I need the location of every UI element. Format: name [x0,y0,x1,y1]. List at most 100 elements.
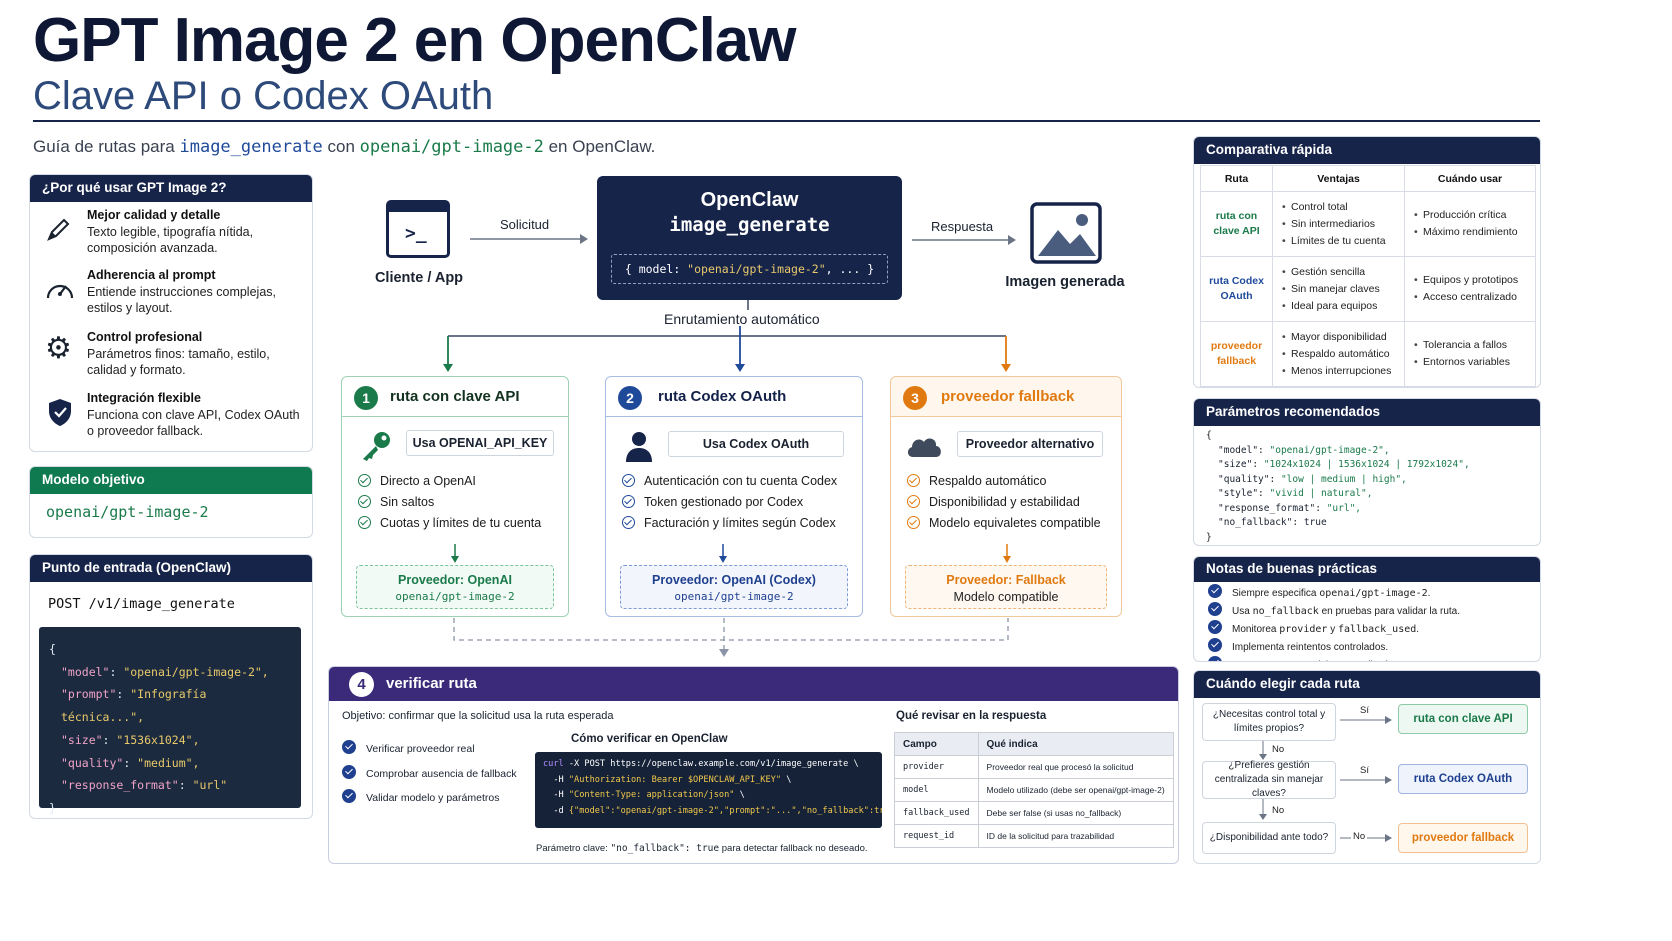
verify-number: 4 [349,672,374,697]
route-list: Respaldo automático Disponibilidad y est… [907,471,1101,534]
param-line: "model": "openai/gpt-image-2", [1218,444,1390,456]
verify-checklist: Verificar proveedor real Comprobar ausen… [342,737,517,811]
why-item-desc: Texto legible, tipografía nítida, compos… [87,225,254,255]
route-provider-name: Proveedor: OpenAI [398,573,512,587]
param-line: } [1206,531,1212,543]
route-list-item: Facturación y límites según Codex [622,513,837,534]
note-item: Siempre especifica openai/gpt-image-2. [1208,584,1460,602]
decide-no-arrow-label: No [1351,831,1368,842]
param-line: "style": "vivid | natural", [1218,488,1373,499]
gear-icon: ⚙ [45,332,72,365]
core-fn: image_generate [669,214,830,236]
decide-yes: Sí [1360,705,1369,716]
pen-icon [47,218,70,241]
verify-card: 4 verificar ruta Objetivo: confirmar que… [328,666,1179,864]
route-provider-model: openai/gpt-image-2 [674,590,794,603]
verify-header: 4 verificar ruta [329,667,1178,701]
check-icon [1208,584,1222,598]
route-list-item: Respaldo automático [907,471,1101,492]
decide-card: Cuándo elegir cada ruta ¿Necesitas contr… [1193,670,1541,864]
param-line: { [1206,430,1212,441]
intro-mid: con [322,137,360,156]
route-list-item: Cuotas y límites de tu cuenta [358,513,541,534]
curl-line: -d {"model":"openai/gpt-image-2","prompt… [543,805,882,816]
route-list-item: Directo a OpenAI [358,471,541,492]
verify-check-title: Qué revisar en la respuesta [896,710,1047,722]
route-down-arrow [451,544,459,563]
code-line: } [49,800,56,815]
decide-question: ¿Necesitas control total y límites propi… [1202,703,1336,741]
core-code-suffix: , ... } [825,262,875,276]
model-card: Modelo objetivo openai/gpt-image-2 [29,466,313,538]
key-note-code: "no_fallback": true [610,843,720,854]
why-header: ¿Por qué usar GPT Image 2? [30,175,312,202]
decide-outcome-codex: ruta Codex OAuth [1398,764,1528,794]
intro-code-fn: image_generate [179,137,323,157]
notes-list: Siempre especifica openai/gpt-image-2.Us… [1208,584,1460,661]
code-line: "quality": "medium", [61,755,200,770]
compare-col: Ventajas [1272,165,1405,192]
decide-no: No [1272,805,1285,816]
merge-dashed-lines [453,618,1009,657]
decide-header: Cuándo elegir cada ruta [1194,671,1540,698]
route-provider: Proveedor: OpenAI openai/gpt-image-2 [356,565,554,609]
route-down-arrow [1003,544,1011,563]
key-icon [363,432,390,461]
core-code-prefix: { model: [624,262,688,276]
route-title: proveedor fallback [941,388,1075,405]
decide-outcome-fallback: proveedor fallback [1398,823,1528,853]
route-list-item: Token gestionado por Codex [622,492,837,513]
check-icon [1208,620,1222,634]
cloud-icon [907,438,941,457]
entry-card: Punto de entrada (OpenClaw) POST /v1/ima… [29,554,313,819]
params-header: Parámetros recomendados [1194,399,1540,426]
verify-check-item: Comprobar ausencia de fallback [342,762,517,787]
why-item-title: Adherencia al prompt [87,268,216,282]
params-card: Parámetros recomendados { "model": "opena… [1193,398,1541,546]
request-label: Solicitud [500,217,550,232]
shield-icon [49,399,71,426]
openclaw-core: OpenClaw image_generate { model: "openai… [597,176,902,300]
decide-question: ¿Prefieres gestión centralizada sin mane… [1202,760,1336,799]
decide-arrow [1259,741,1267,760]
route-list: Directo a OpenAI Sin saltos Cuotas y lím… [358,471,541,534]
gauge-icon [46,284,74,299]
note-item: Usa no_fallback en pruebas para validar … [1208,602,1460,620]
table-header: Campo [894,732,979,756]
code-line: "model": "openai/gpt-image-2", [61,664,269,679]
table-header: Qué indica [977,732,1175,756]
route-list-item: Modelo equivaletes compatible [907,513,1101,534]
curl-line: -H "Authorization: Bearer $OPENCLAW_API_… [543,774,792,785]
verify-check-item: Validar modelo y parámetros [342,786,517,811]
model-header: Modelo objetivo [30,467,312,494]
decide-question: ¿Disponibilidad ante todo? [1202,822,1336,854]
param-line: "no_fallback": true [1218,517,1327,528]
output-label: Imagen generada [1005,274,1125,290]
route-pill: Usa Codex OAuth [668,431,844,457]
entry-endpoint: POST /v1/image_generate [48,596,235,612]
compare-row: ruta Codex OAuth Gestión sencillaSin man… [1200,256,1536,322]
notes-header: Notas de buenas prácticas [1194,557,1540,582]
route-pill: Usa OPENAI_API_KEY [406,430,554,456]
route-provider: Proveedor: Fallback Modelo compatible [905,565,1107,609]
code-line: { [49,642,56,656]
verify-key-note: Parámetro clave: "no_fallback": true par… [536,843,868,854]
note-item: Implementa reintentos controlados. [1208,638,1460,656]
check-icon [1208,602,1222,616]
code-line: "response_format": "url" [61,778,228,793]
entry-code-block: {"model": "openai/gpt-image-2","prompt":… [39,627,301,815]
param-line: "size": "1024x1024 | 1536x1024 | 1792x10… [1218,459,1470,470]
compare-row: proveedor fallback Mayor disponibilidadR… [1200,321,1536,387]
notes-card: Notas de buenas prácticas Siempre especi… [1193,556,1541,662]
why-item-title: Control profesional [87,330,203,344]
route-number: 1 [354,386,378,410]
route-down-arrow [719,544,727,563]
route-provider-name: Proveedor: Fallback [946,573,1066,587]
route-card-fallback: 3 proveedor fallback Proveedor alternati… [890,376,1122,617]
decide-yes: Sí [1360,765,1369,776]
